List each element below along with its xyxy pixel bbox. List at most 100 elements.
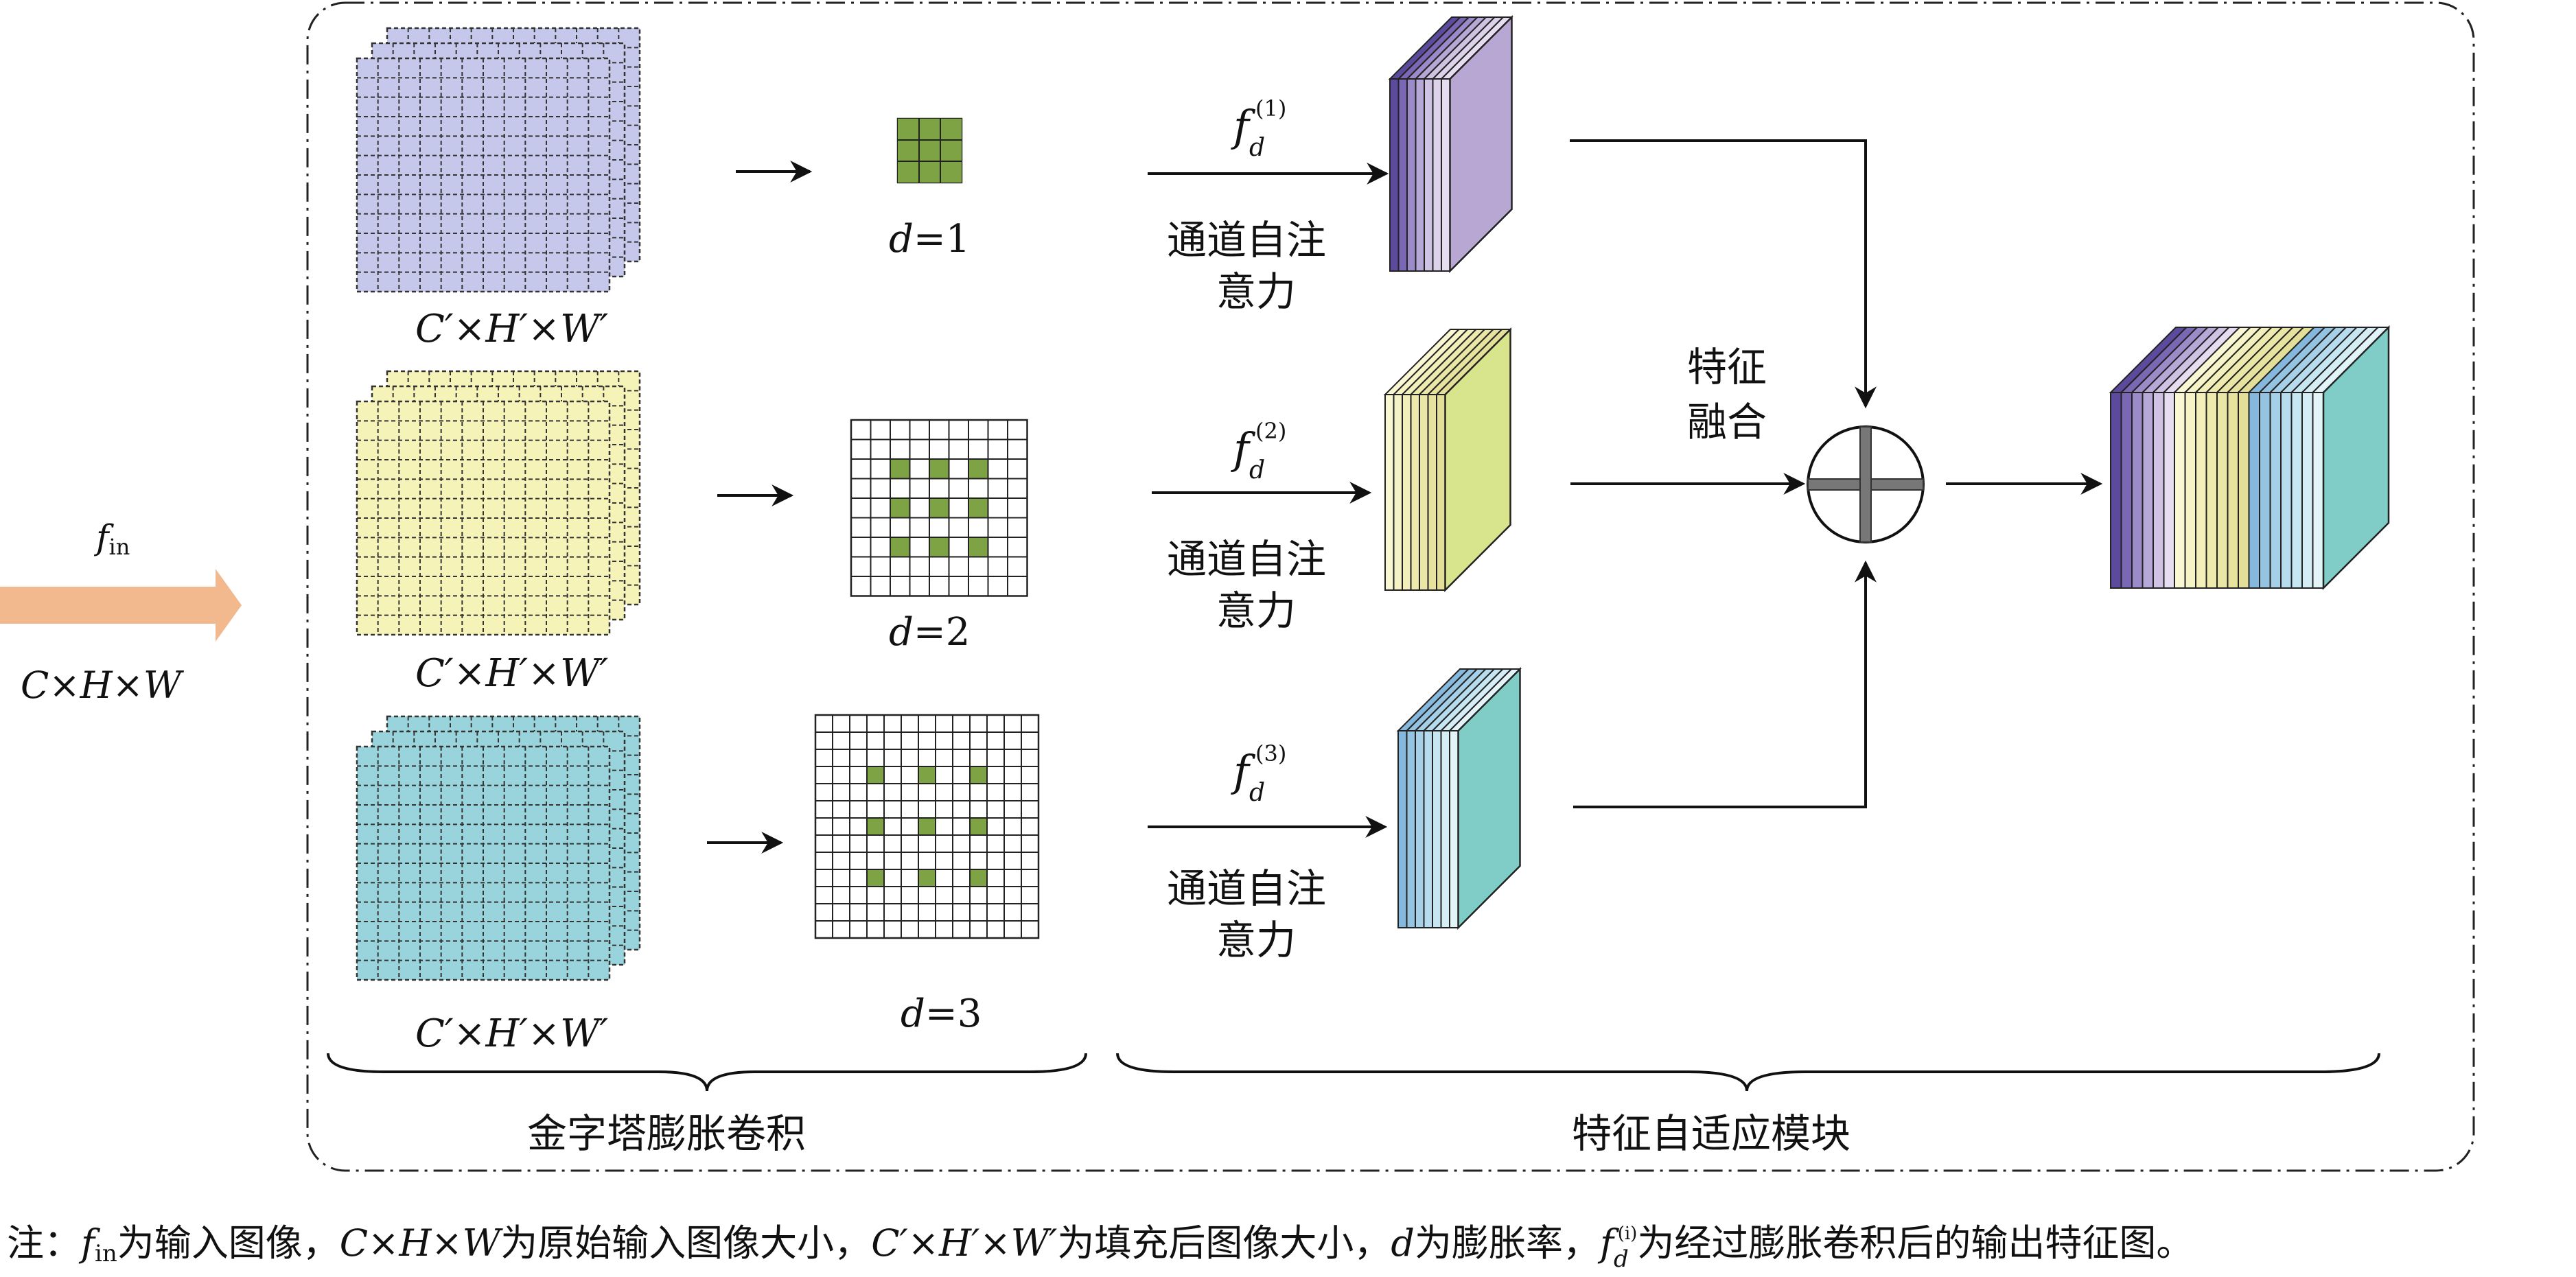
kernel-tap <box>890 459 910 479</box>
kernel-tap <box>918 869 936 887</box>
attention-label-1a: 通道自注 <box>1167 217 1326 263</box>
kernel-tap <box>898 161 919 183</box>
channel-slice <box>2153 392 2165 589</box>
sheet-stack-2 <box>356 370 641 636</box>
channel-slice <box>1440 730 1450 928</box>
channel-slice <box>1384 394 1395 591</box>
section-label-pyramid: 金字塔膨胀卷积 <box>527 1110 806 1157</box>
arrows <box>707 139 2103 854</box>
output-feature-block <box>2109 325 2391 591</box>
attention-label-1b: 意力 <box>1216 268 1296 315</box>
kernel-tap <box>919 140 940 161</box>
feature-block-3 <box>1396 666 1522 930</box>
sheet-stack-1 <box>356 27 641 293</box>
channel-slice <box>2195 392 2207 589</box>
input-f-sub: in <box>109 534 130 560</box>
channel-slice <box>2131 392 2144 589</box>
channel-slice <box>1424 78 1434 272</box>
brace-adaptive <box>1116 1053 2380 1092</box>
fusion-label-line1: 特征 <box>1687 344 1767 390</box>
dilation-label-2: d=2 <box>889 610 970 655</box>
kernel-tap <box>918 766 936 784</box>
kernel-tap <box>970 869 987 887</box>
section-label-adaptive: 特征自适应模块 <box>1572 1110 1850 1157</box>
dilation-label-3: d=3 <box>901 992 982 1036</box>
channel-slice <box>1423 730 1433 928</box>
kernel-tap <box>929 498 949 518</box>
feature-block-1 <box>1388 14 1513 274</box>
kernel-tap <box>867 766 884 784</box>
input-size-label: C×H×W <box>21 664 185 707</box>
channel-slice <box>1406 78 1417 272</box>
channel-slice <box>2216 392 2229 589</box>
channel-slice <box>2227 392 2239 589</box>
channel-slice <box>2174 392 2186 589</box>
kernel-grid-2 <box>850 419 1028 597</box>
sheet-stack-3 <box>356 715 641 981</box>
size-label-2: C′×H′×W′ <box>415 651 609 696</box>
kernel-tap <box>940 140 962 161</box>
fusion-label-line2: 融合 <box>1687 399 1767 445</box>
arrow-feature3-to-fusion <box>1573 560 1877 808</box>
kernel-grid-3 <box>814 714 1040 939</box>
channel-slice <box>2110 392 2122 589</box>
channel-slice <box>1436 394 1446 591</box>
kernel-tap <box>919 161 940 183</box>
kernel-tap <box>867 818 884 835</box>
size-label-1: C′×H′×W′ <box>415 307 609 351</box>
kernel-tap <box>940 161 962 183</box>
caption-note: 注：fin为输入图像，C×H×W为原始输入图像大小，C′×H′×W′为填充后图像… <box>7 1221 2193 1273</box>
brace-pyramid <box>327 1053 1087 1092</box>
channel-slice <box>2301 392 2314 589</box>
channel-slice <box>1415 78 1425 272</box>
channel-slice <box>2290 392 2303 589</box>
channel-slice <box>2142 392 2154 589</box>
dilated-kernels <box>814 117 1040 939</box>
channel-slice <box>2280 392 2293 589</box>
module-frame <box>306 1 2475 1172</box>
channel-slice <box>1406 730 1416 928</box>
channel-slice <box>2184 392 2196 589</box>
feature-name-3: fd(3) <box>1231 740 1286 807</box>
input-f-label: fin <box>93 517 130 560</box>
kernel-tap <box>929 459 949 479</box>
block-side-face <box>2322 325 2390 591</box>
channel-slice <box>1397 78 1408 272</box>
channel-slice <box>2248 392 2260 589</box>
attention-feature-blocks <box>1383 14 1522 930</box>
block-side-face <box>1449 14 1513 274</box>
kernel-tap <box>898 140 919 161</box>
channel-slice <box>2120 392 2133 589</box>
channel-slice <box>1393 394 1403 591</box>
kernel-tap <box>970 766 987 784</box>
feature-name-1: fd(1) <box>1231 95 1286 162</box>
kernel-tap <box>968 498 988 518</box>
block-side-face <box>1444 327 1511 593</box>
block-side-face <box>1457 666 1521 930</box>
kernel-tap <box>929 537 949 557</box>
sheet <box>356 57 611 293</box>
feature-block-2 <box>1383 327 1512 593</box>
channel-slice <box>2269 392 2282 589</box>
fused-output-block <box>2109 325 2391 591</box>
feature-name-2: fd(2) <box>1231 418 1286 484</box>
kernel-tap <box>918 818 936 835</box>
channel-slice <box>2238 392 2250 589</box>
padded-input-sheets <box>356 27 641 981</box>
attention-label-2b: 意力 <box>1216 587 1296 634</box>
arrow-feature1-to-fusion <box>1570 139 1877 409</box>
channel-slice <box>1441 78 1451 272</box>
channel-slice <box>1419 394 1429 591</box>
kernel-tap <box>940 119 962 140</box>
attention-label-3b: 意力 <box>1216 917 1296 963</box>
channel-slice <box>1432 78 1442 272</box>
kernel-tap <box>919 119 940 140</box>
attention-label-3a: 通道自注 <box>1167 865 1326 912</box>
kernel-tap <box>867 869 884 887</box>
attention-label-2a: 通道自注 <box>1167 536 1326 583</box>
kernel-tap <box>968 459 988 479</box>
sheet <box>356 400 611 636</box>
dilation-label-1: d=1 <box>889 217 970 261</box>
kernel-grid-1 <box>896 117 963 184</box>
